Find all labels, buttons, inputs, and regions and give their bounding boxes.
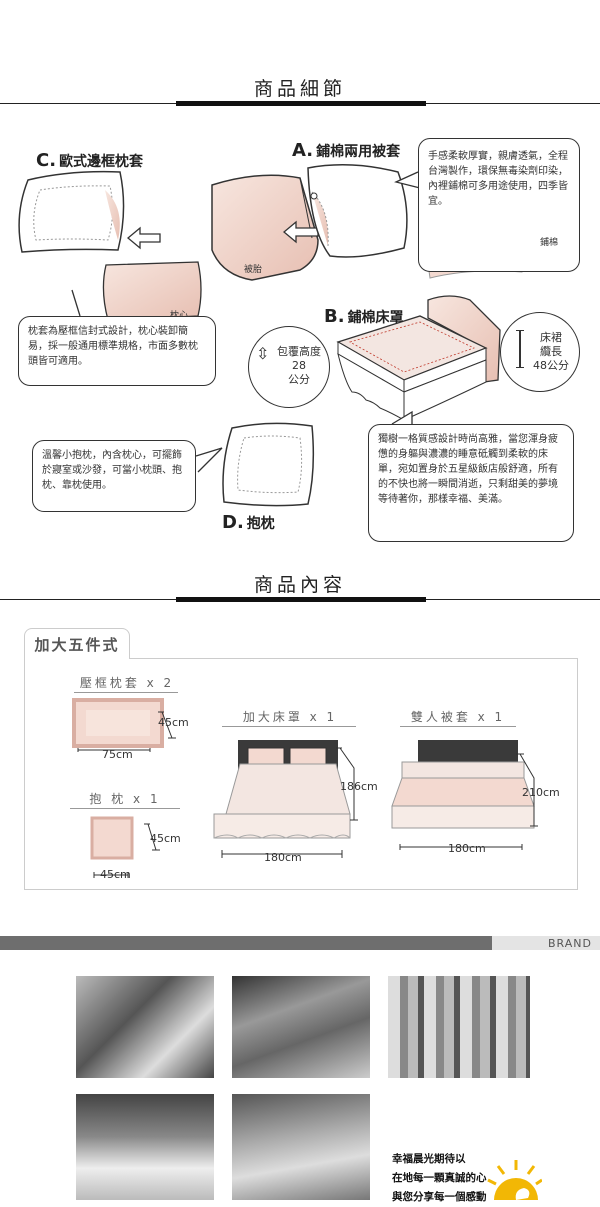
bedspread-diagram xyxy=(213,740,358,858)
duvet-h: 210cm xyxy=(522,786,560,799)
underline xyxy=(70,808,180,809)
brand-slogan: 幸福晨光期待以 在地每一顆真誠的心 與您分享每一個感動 xyxy=(392,1153,487,1203)
underline xyxy=(74,692,178,693)
pillowcase-diagram xyxy=(72,698,176,752)
pillowcase-illustration xyxy=(18,170,202,321)
bedspread-illustration xyxy=(336,295,501,421)
cushion-w: 45cm xyxy=(100,868,131,881)
factory-photo-5 xyxy=(232,1094,370,1200)
duvet-diagram xyxy=(391,740,538,850)
details-title: 商品細節 xyxy=(253,78,346,100)
sun-logo-icon xyxy=(487,1160,542,1200)
bubble-d: 溫馨小抱枕，內含枕心，可擺飾於寢室或沙發，可當小枕頭、抱枕、靠枕使用。 xyxy=(32,440,196,512)
up-down-arrow-icon: ⇳ xyxy=(256,344,270,363)
contents-title: 商品內容 xyxy=(253,574,346,596)
cover-height-circle: 包覆高度 28 公分 xyxy=(248,326,330,408)
factory-photo-2 xyxy=(232,976,370,1078)
tag-inner: 鋪棉 xyxy=(540,238,559,248)
set-name-tab: 加大五件式 xyxy=(24,628,130,659)
bubble-c: 枕套為壓框信封式設計，枕心裝卸簡易，採一般通用標準規格，市面多數枕頭皆可適用。 xyxy=(18,316,216,386)
cushion-h: 45cm xyxy=(150,832,181,845)
bedspread-label: 加大床罩 x 1 xyxy=(242,710,338,724)
duvet-w: 180cm xyxy=(448,842,486,855)
pillowcase-w: 75cm xyxy=(102,748,133,761)
contents-panel xyxy=(24,658,578,890)
title-underline xyxy=(176,597,426,602)
factory-photo-1 xyxy=(76,976,214,1078)
brand-label: BRAND xyxy=(548,937,592,950)
brand-bar-light xyxy=(492,936,600,950)
bubble-b: 獨樹一格質感設計時尚高雅，當您渾身疲憊的身軀與濃濃的睡意砥觸到柔軟的床單，宛如置… xyxy=(368,424,574,542)
bedspread-h: 186cm xyxy=(340,780,378,793)
title-underline xyxy=(176,101,426,106)
bubble-a: 手感柔軟厚實，親膚透氣，全程台灣製作，環保無毒染劑印染，內裡鋪棉可多用途使用，四… xyxy=(418,138,580,272)
pillowcase-h: 45cm xyxy=(158,716,189,729)
underline xyxy=(400,726,516,727)
quilt-illustration xyxy=(211,164,408,281)
factory-photo-4 xyxy=(76,1094,214,1200)
tag-quilt: 被胎 xyxy=(244,265,263,275)
duvet-label: 雙人被套 x 1 xyxy=(410,710,506,724)
brand-bar xyxy=(0,936,492,950)
underline xyxy=(222,726,356,727)
label-c: C.歐式邊框枕套 xyxy=(36,150,144,171)
skirt-length-circle: 床裙 纜長 48公分 xyxy=(500,312,580,392)
skirt-length-bar-icon xyxy=(516,330,524,368)
pillowcase-label: 壓框枕套 x 2 xyxy=(79,676,175,690)
cushion-illustration xyxy=(222,422,315,507)
cushion-label: 抱 枕 x 1 xyxy=(89,792,161,806)
bubble-a-text: 手感柔軟厚實，親膚透氣，全程台灣製作，環保無毒染劑印染，內裡鋪棉可多用途使用，四… xyxy=(428,151,568,207)
label-d: D.抱枕 xyxy=(222,512,275,533)
factory-photo-3 xyxy=(388,976,530,1078)
cushion-diagram xyxy=(90,816,160,878)
bedspread-w: 180cm xyxy=(264,851,302,864)
label-a: A.鋪棉兩用被套 xyxy=(292,140,401,161)
label-b: B.鋪棉床罩 xyxy=(324,306,404,327)
